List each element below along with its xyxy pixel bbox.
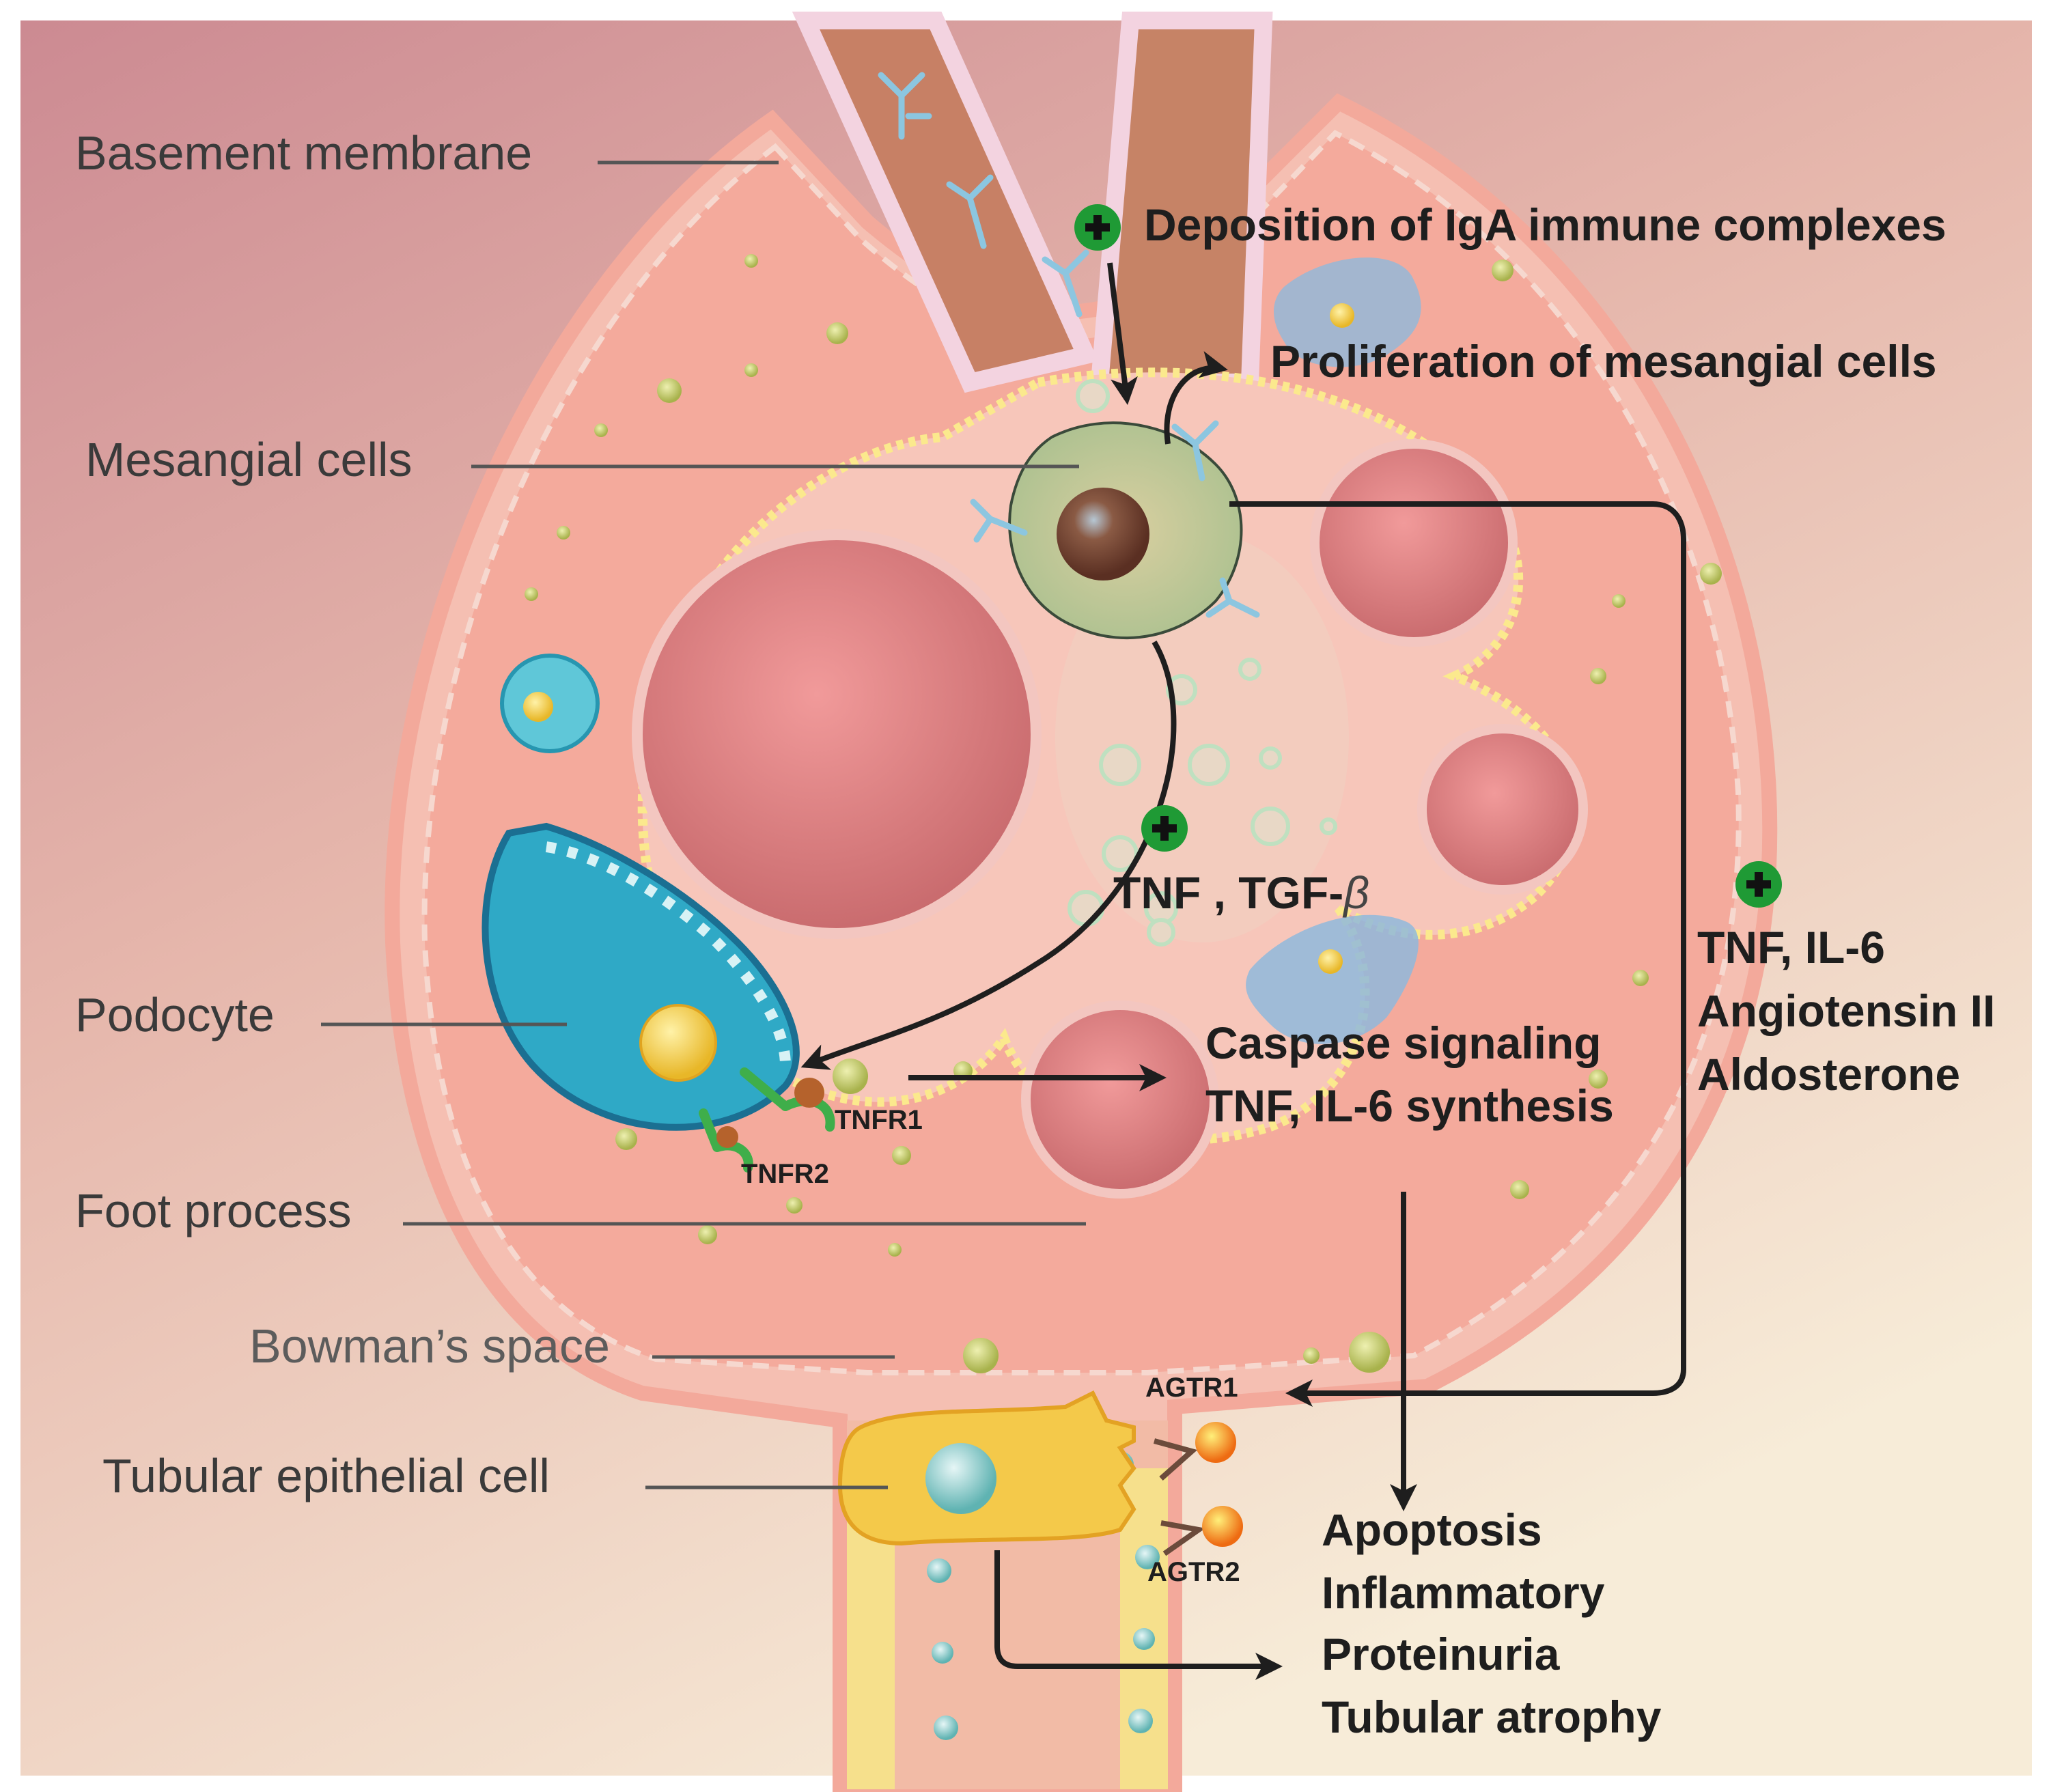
label-mesangial-cells: Mesangial cells (85, 433, 413, 486)
angiotensin-ligand (1202, 1506, 1243, 1547)
tnf-receptor (699, 1067, 835, 1173)
receptor-tnfr2: TNFR2 (741, 1159, 829, 1189)
outcome-item: Proteinuria (1322, 1629, 1561, 1679)
plus-circle-icon (1074, 204, 1121, 251)
flow-arrows (800, 262, 1686, 1680)
systemic-factor: TNF, IL-6 (1697, 922, 1885, 972)
angiotensin-ligand (1195, 1422, 1236, 1463)
receptor-agtr2: AGTR2 (1147, 1557, 1240, 1587)
plus-circle-icon (1141, 805, 1188, 852)
event-deposition: Deposition of IgA immune complexes (1144, 199, 1947, 250)
event-tnf-tgf: TNF , TGF-β (1113, 867, 1369, 918)
label-podocyte: Podocyte (75, 988, 275, 1041)
capillary (1310, 439, 1518, 647)
tubular-epithelial-cell (837, 1390, 1136, 1546)
outcome-item: Inflammatory (1322, 1567, 1605, 1618)
angiotensin-receptor (1153, 1438, 1206, 1556)
event-caspase-signaling: Caspase signaling (1205, 1018, 1602, 1068)
receptor-agtr1: AGTR1 (1145, 1373, 1238, 1403)
immune-cell (1246, 914, 1419, 1044)
outcome-item: Apoptosis (1322, 1504, 1542, 1555)
afferent-vessel (792, 12, 1099, 393)
receptor-tnfr1: TNFR1 (835, 1105, 923, 1135)
beta-symbol: β (1342, 867, 1369, 918)
systemic-factor: Aldosterone (1697, 1049, 1960, 1100)
podocyte-cell (482, 654, 800, 1131)
outcome-item: Tubular atrophy (1322, 1692, 1662, 1742)
mesangial-vesicles (1068, 379, 1337, 947)
systemic-factor: Angiotensin II (1697, 985, 1995, 1036)
label-bowmans-space: Bowman’s space (249, 1319, 610, 1373)
capillary (1417, 724, 1588, 895)
label-basement-membrane: Basement membrane (75, 126, 532, 180)
event-cytokine-synthesis: TNF, IL-6 synthesis (1205, 1080, 1614, 1131)
leader-lines (321, 160, 1086, 1489)
capillary (1021, 1000, 1219, 1199)
label-foot-process: Foot process (75, 1184, 352, 1237)
event-proliferation: Proliferation of mesangial cells (1270, 336, 1937, 387)
mesangial-cell (1008, 421, 1243, 640)
y-shaped-antibody-icon (878, 72, 1260, 618)
capillary-large (632, 529, 1042, 939)
plus-circle-icon (1735, 861, 1782, 908)
immune-cell (1274, 257, 1421, 367)
particles (525, 254, 1722, 1373)
label-tubular-epithelial-cell: Tubular epithelial cell (102, 1449, 550, 1502)
tnf-ligand (716, 1126, 738, 1148)
tnf-ligand (794, 1078, 824, 1108)
